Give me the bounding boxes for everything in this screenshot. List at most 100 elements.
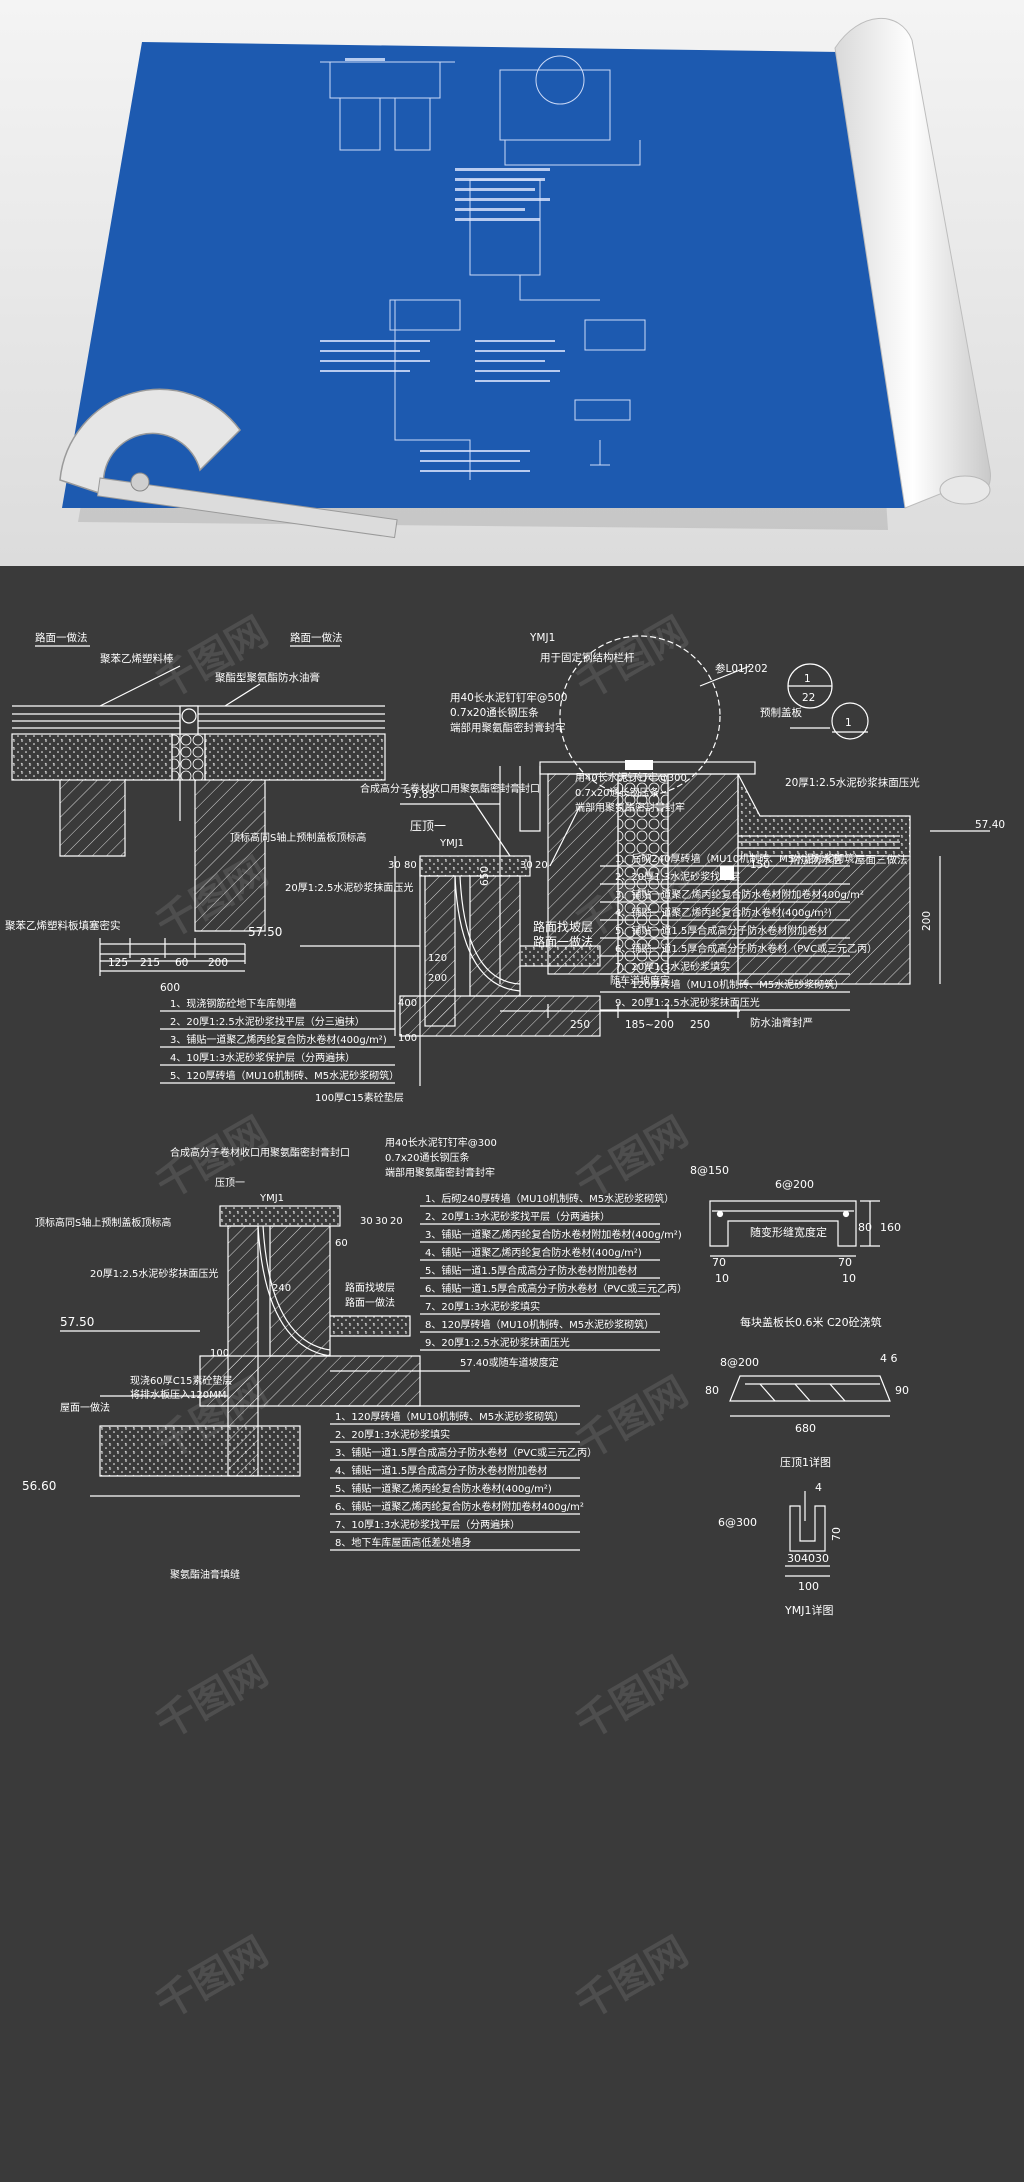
c-l-1: 1、现浇钢筋砼地下车库侧墙 xyxy=(170,997,296,1010)
label-rail: 用于固定钢结构栏杆 xyxy=(540,651,635,664)
f-rebar: 8@200 xyxy=(720,1356,759,1369)
d-dim-3: 20 xyxy=(390,1216,403,1227)
d-r-2: 2、20厚1:3水泥砂浆找平层（分两遍抹） xyxy=(425,1210,610,1223)
d-dim-4: 60 xyxy=(335,1238,348,1249)
c-car: 随车道坡度定 xyxy=(610,974,670,987)
label-ymj1: YMJ1 xyxy=(529,632,555,644)
c-r-1: 1、后砌240厚砖墙（MU10机制砖、M5水泥砂浆砌筑） xyxy=(615,852,864,865)
d-title: 合成高分子卷材收口用聚氨酯密封膏封口 xyxy=(170,1146,350,1159)
c-r-4: 4、铺贴一道聚乙烯丙纶复合防水卷材(400g/m²) xyxy=(615,906,832,919)
d-r-4: 4、铺贴一道聚乙烯丙纶复合防水卷材(400g/m²) xyxy=(425,1246,642,1259)
c-strip: 0.7x20通长钢压条 xyxy=(575,786,660,799)
c-road: 路面一做法 xyxy=(533,934,593,949)
c-r-7: 7、20厚1:3水泥砂浆填实 xyxy=(615,960,730,973)
cad-sheet: 千图网 千图网 千图网 千图网 千图网 千图网 千图网 千图网 千图网 千图网 … xyxy=(0,566,1024,2182)
g-rebar: 6@300 xyxy=(718,1516,757,1529)
c-dim-5: 120 xyxy=(428,953,447,964)
g-top: 4 xyxy=(815,1481,822,1494)
g-width: 100 xyxy=(798,1580,819,1593)
d-road: 路面一做法 xyxy=(345,1296,395,1309)
d-r-8: 8、120厚砖墙（MU10机制砖、M5水泥砂浆砌筑） xyxy=(425,1318,654,1331)
e-dim-4: 70 xyxy=(838,1256,852,1269)
d-r-7: 7、20厚1:3水泥砂浆填实 xyxy=(425,1300,540,1313)
d-b-7: 7、10厚1:3水泥砂浆找平层（分两遍抹） xyxy=(335,1518,520,1531)
c-r-2: 2、20厚1:3水泥砂浆找平层 xyxy=(615,870,740,883)
d-dim-6: 100 xyxy=(210,1348,229,1359)
d-slope: 路面找坡层 xyxy=(345,1281,395,1294)
c-dim-6: 200 xyxy=(428,973,447,984)
d-b-8: 8、地下车库屋面高低差处墙身 xyxy=(335,1536,471,1549)
c-seal: 端部用聚氨酯密封膏封牢 xyxy=(575,801,685,814)
d-b-2: 2、20厚1:3水泥砂浆填实 xyxy=(335,1428,450,1441)
c-dim-1: 30 xyxy=(388,860,401,871)
section-symbol-top: 1 xyxy=(804,673,811,685)
d-ymj: YMJ1 xyxy=(259,1193,284,1204)
label-road-left: 路面一做法 xyxy=(35,631,88,644)
d-b-5: 5、铺贴一道聚乙烯丙纶复合防水卷材(400g/m²) xyxy=(335,1482,552,1495)
d-seal-bottom: 聚氨酯油膏填缝 xyxy=(170,1568,240,1581)
label-mortar: 20厚1:2.5水泥砂浆抹面压光 xyxy=(785,776,920,789)
d-elev2: 56.60 xyxy=(22,1479,56,1493)
label-slab: 预制盖板 xyxy=(760,706,802,719)
d-b-4: 4、铺贴一道1.5厚合成高分子防水卷材附加卷材 xyxy=(335,1464,547,1477)
f-width: 680 xyxy=(795,1422,816,1435)
label-fill: 聚苯乙烯塑料板填塞密实 xyxy=(5,919,121,932)
c-dim-8: 100 xyxy=(398,1033,417,1044)
label-roof: 屋面三做法 xyxy=(855,853,908,866)
dim-b-2: 185~200 xyxy=(625,1019,674,1031)
c-l-3: 3、铺贴一道聚乙烯丙纶复合防水卷材(400g/m²) xyxy=(170,1033,387,1046)
d-top-note: 顶标高同S轴上预制盖板顶标高 xyxy=(35,1216,171,1229)
hero-illustration xyxy=(0,0,1024,566)
dim-150: 150 xyxy=(750,859,770,871)
f-left: 80 xyxy=(705,1384,719,1397)
elev-57-40: 57.40 xyxy=(975,819,1005,831)
dim-a-1: 125 xyxy=(108,957,128,969)
cad-details: 路面一做法 路面一做法 聚苯乙烯塑料棒 聚酯型聚氨酯防水油膏 聚苯乙烯塑料板填塞… xyxy=(5,631,1005,1617)
f-caption: 压顶1详图 xyxy=(780,1455,831,1469)
c-mortar: 20厚1:2.5水泥砂浆抹面压光 xyxy=(285,881,413,894)
d-mortar: 20厚1:2.5水泥砂浆抹面压光 xyxy=(90,1267,218,1280)
section-symbol-bottom: 22 xyxy=(802,692,815,704)
g-dim-2: 40 xyxy=(801,1552,815,1565)
d-b-3: 3、铺贴一道1.5厚合成高分子防水卷材（PVC或三元乙丙） xyxy=(335,1446,597,1459)
d-cushion: 现浇60厚C15素砼垫层 xyxy=(130,1374,232,1387)
c-r-8: 8、120厚砖墙（MU10机制砖、M5水泥砂浆砌筑） xyxy=(615,978,844,991)
g-dim-3: 30 xyxy=(815,1552,829,1565)
f-top-nums: 4 6 xyxy=(880,1352,898,1365)
label-road-right: 路面一做法 xyxy=(290,631,343,644)
d-nail: 用40长水泥钉钉牢@300 xyxy=(385,1136,497,1149)
d-r-9: 9、20厚1:2.5水泥砂浆抹面压光 xyxy=(425,1336,570,1349)
dim-b-3: 250 xyxy=(690,1019,710,1031)
protractor-icon xyxy=(59,388,398,539)
c-ymj: YMJ1 xyxy=(439,838,464,849)
c-r-5: 5、铺贴一道1.5厚合成高分子防水卷材附加卷材 xyxy=(615,924,827,937)
label-rod: 聚苯乙烯塑料棒 xyxy=(100,652,174,665)
e-caption: 每块盖板长0.6米 C20砼浇筑 xyxy=(740,1315,882,1329)
e-dim-6: 10 xyxy=(842,1272,856,1285)
d-r-1: 1、后砌240厚砖墙（MU10机制砖、M5水泥砂浆砌筑） xyxy=(425,1192,674,1205)
e-rebar-1: 8@150 xyxy=(690,1164,729,1177)
detail-a: 路面一做法 路面一做法 聚苯乙烯塑料棒 聚酯型聚氨酯防水油膏 聚苯乙烯塑料板填塞… xyxy=(5,631,386,994)
c-nail: 用40长水泥钉钉牢@300 xyxy=(575,771,687,784)
detail-c: 合成高分子卷材收口用聚氨酯密封膏封口 用40长水泥钉钉牢@300 0.7x20通… xyxy=(160,771,877,1104)
c-dim-4: 20 xyxy=(535,860,548,871)
detail-f: 8@200 4 6 80 90 680 压顶1详图 xyxy=(705,1352,909,1469)
e-dim-5: 10 xyxy=(715,1272,729,1285)
d-seal: 端部用聚氨酯密封膏封牢 xyxy=(385,1166,495,1179)
elev-57-85: 57.85 xyxy=(405,789,435,801)
section-symbol-2: 1 xyxy=(845,717,852,729)
c-l-2: 2、20厚1:2.5水泥砂浆找平层（分三遍抹） xyxy=(170,1015,365,1028)
detail-d: 合成高分子卷材收口用聚氨酯密封膏封口 用40长水泥钉钉牢@300 0.7x20通… xyxy=(22,1136,687,1581)
c-r-3: 3、铺贴一道聚乙烯丙纶复合防水卷材附加卷材400g/m² xyxy=(615,888,864,901)
label-ref: 参L01J202 xyxy=(715,662,768,675)
c-l-5: 5、120厚砖墙（MU10机制砖、M5水泥砂浆砌筑） xyxy=(170,1069,399,1082)
c-title: 合成高分子卷材收口用聚氨酯密封膏封口 xyxy=(360,782,540,795)
d-r-5: 5、铺贴一道1.5厚合成高分子防水卷材附加卷材 xyxy=(425,1264,637,1277)
dim-a-2: 215 xyxy=(140,957,160,969)
label-nail: 用40长水泥钉钉牢@500 xyxy=(450,691,567,704)
f-right: 90 xyxy=(895,1384,909,1397)
c-press: 压顶一 xyxy=(410,819,446,833)
c-dim-2: 80 xyxy=(404,860,417,871)
c-r-9: 9、20厚1:2.5水泥砂浆抹面压光 xyxy=(615,996,760,1009)
c-r-6: 6、铺贴一道1.5厚合成高分子防水卷材（PVC或三元乙丙） xyxy=(615,942,877,955)
